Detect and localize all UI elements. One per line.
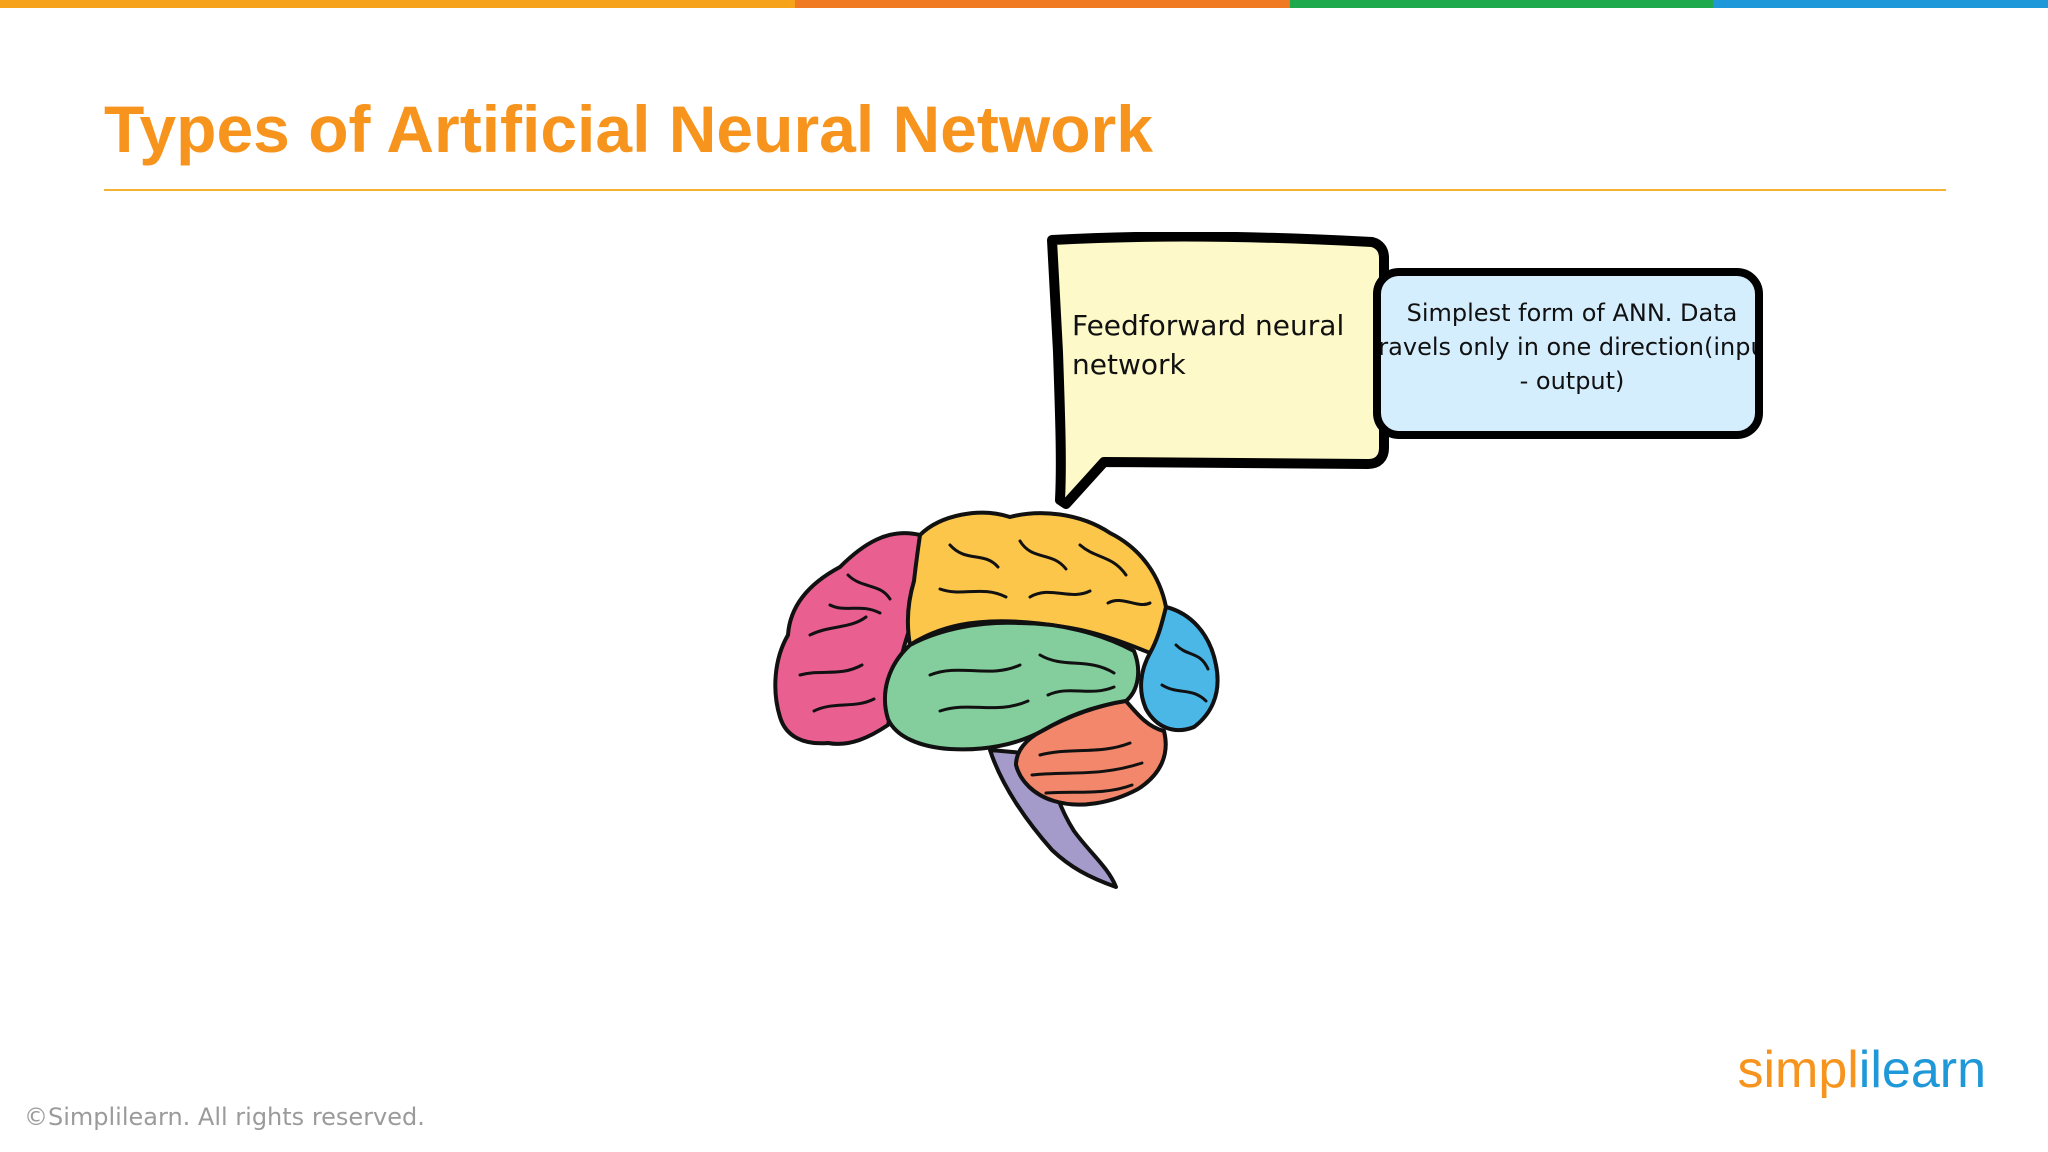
speech-bubble bbox=[1040, 231, 1395, 512]
title-divider bbox=[104, 189, 1946, 191]
info-box: Simplest form of ANN. Data travels only … bbox=[1373, 268, 1763, 439]
slide-title: Types of Artificial Neural Network bbox=[104, 92, 1153, 166]
simplilearn-logo: simplilearn bbox=[1737, 1038, 1986, 1102]
copyright-text: ©Simplilearn. All rights reserved. bbox=[24, 1103, 425, 1131]
brain-occipital-lobe bbox=[1139, 605, 1220, 733]
top-bar-segment-dark-orange bbox=[795, 0, 1290, 8]
top-color-bar bbox=[0, 0, 2048, 8]
brain-cerebellum bbox=[1014, 699, 1168, 807]
logo-text-i: i bbox=[1858, 1041, 1871, 1099]
logo-text-learn: learn bbox=[1870, 1041, 1986, 1099]
top-bar-segment-orange bbox=[0, 0, 795, 8]
brain-parietal-lobe bbox=[905, 510, 1169, 655]
brain-icon bbox=[770, 505, 1230, 890]
top-bar-segment-green bbox=[1290, 0, 1713, 8]
info-text: Simplest form of ANN. Data travels only … bbox=[1373, 299, 1763, 395]
logo-text-simpl: simpl bbox=[1737, 1041, 1859, 1099]
top-bar-segment-blue bbox=[1713, 0, 2048, 8]
bubble-text: Feedforward neural network bbox=[1072, 309, 1345, 381]
